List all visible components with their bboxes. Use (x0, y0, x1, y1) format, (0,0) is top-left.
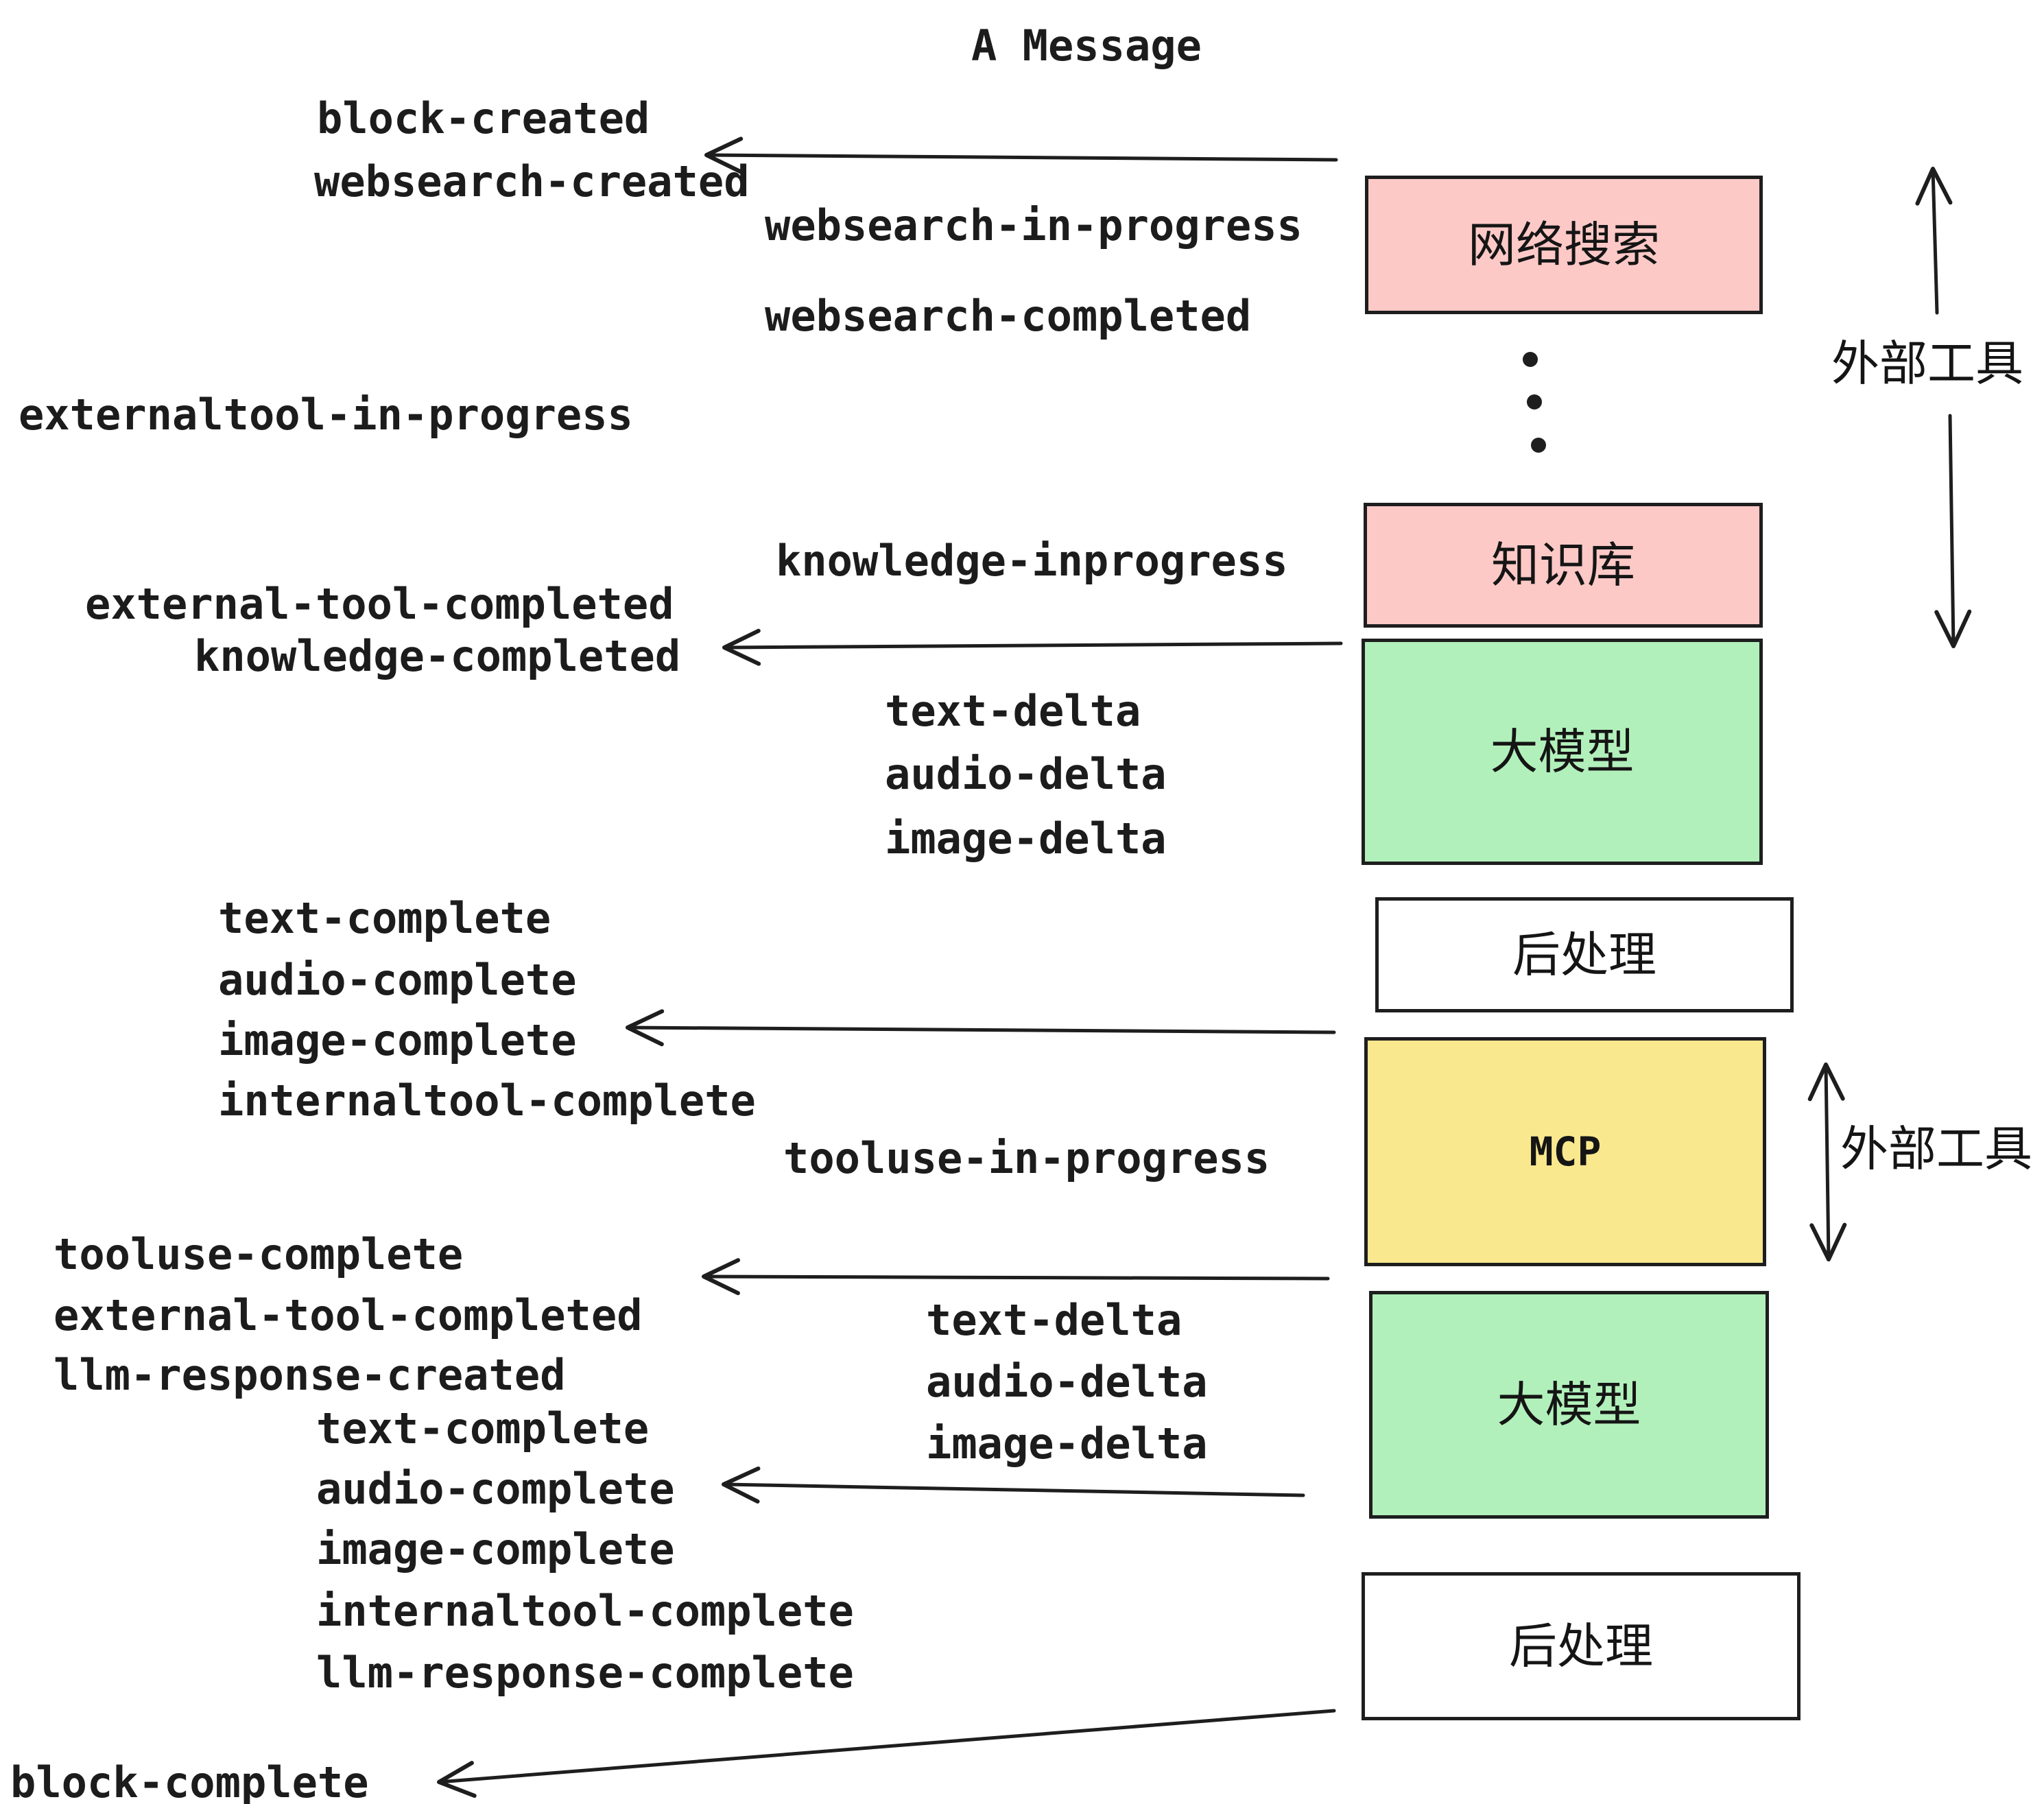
arrow-to-knowledge-completed (722, 628, 1343, 666)
event-label-text-complete-1: text-complete (218, 893, 551, 943)
event-label-text-delta-1: text-delta (885, 686, 1141, 736)
event-label-audio-complete-1: audio-complete (218, 955, 577, 1005)
box-llm-2: 大模型 (1369, 1291, 1769, 1519)
event-label-llm-response-created: llm-response-created (54, 1350, 566, 1400)
box-knowledge: 知识库 (1364, 503, 1763, 628)
event-label-externaltool-in-progress: externaltool-in-progress (19, 390, 633, 440)
box-llm-1-label: 大模型 (1490, 724, 1635, 780)
event-label-knowledge-completed: knowledge-completed (194, 631, 681, 681)
ellipsis-dot (1527, 394, 1542, 410)
page-title: A Message (971, 21, 1202, 71)
event-label-image-delta-1: image-delta (885, 814, 1167, 864)
event-label-text-delta-2: text-delta (926, 1295, 1183, 1345)
box-post-2: 后处理 (1362, 1572, 1801, 1720)
event-label-websearch-in-progress: websearch-in-progress (765, 200, 1303, 250)
event-label-knowledge-inprogress: knowledge-inprogress (776, 536, 1288, 586)
event-label-audio-delta-1: audio-delta (885, 749, 1167, 799)
event-label-text-complete-2: text-complete (316, 1403, 650, 1453)
box-post-2-label: 后处理 (1509, 1618, 1653, 1674)
box-knowledge-label: 知识库 (1491, 537, 1635, 593)
event-label-websearch-completed: websearch-completed (765, 291, 1252, 341)
arrow-to-tooluse-complete (702, 1258, 1330, 1296)
event-label-tooluse-in-progress: tooluse-in-progress (783, 1133, 1270, 1183)
box-mcp: MCP (1364, 1037, 1766, 1266)
box-websearch: 网络搜索 (1365, 176, 1763, 314)
box-websearch-label: 网络搜索 (1468, 217, 1660, 273)
arrow-to-block-complete (437, 1709, 1336, 1798)
event-label-external-tool-completed-1: external-tool-completed (85, 579, 674, 629)
event-label-audio-complete-2: audio-complete (316, 1464, 675, 1514)
event-label-image-delta-2: image-delta (926, 1419, 1208, 1469)
annotation-external-tool-top: 外部工具 (1831, 335, 2023, 392)
box-post-1-label: 后处理 (1512, 927, 1656, 983)
annotation-external-tool-bottom: 外部工具 (1840, 1121, 2032, 1177)
event-label-internaltool-complete-2: internaltool-complete (316, 1586, 854, 1636)
ellipsis-dot (1523, 352, 1538, 367)
box-llm-1: 大模型 (1362, 639, 1763, 865)
event-label-image-complete-2: image-complete (316, 1524, 675, 1574)
box-mcp-label: MCP (1529, 1128, 1602, 1175)
double-arrow-external-tool-top-up (1915, 166, 1953, 315)
event-label-websearch-created: websearch-created (314, 156, 750, 206)
event-label-audio-delta-2: audio-delta (926, 1357, 1208, 1407)
arrow-to-websearch-created (704, 137, 1338, 174)
event-label-block-complete: block-complete (10, 1757, 369, 1804)
arrow-to-image-complete (626, 1009, 1336, 1047)
ellipsis-dots (1523, 352, 1546, 453)
ellipsis-dot (1531, 438, 1546, 453)
double-arrow-external-tool-top-down (1934, 414, 1972, 648)
double-arrow-external-tool-bottom (1807, 1063, 1847, 1261)
arrow-to-audio-complete (722, 1466, 1305, 1504)
box-llm-2-label: 大模型 (1497, 1377, 1641, 1433)
event-label-block-created: block-created (317, 93, 650, 143)
box-post-1: 后处理 (1375, 897, 1794, 1012)
event-label-llm-response-complete: llm-response-complete (316, 1648, 854, 1698)
event-label-image-complete-1: image-complete (218, 1015, 577, 1065)
event-label-external-tool-completed-2: external-tool-completed (54, 1290, 643, 1340)
event-label-internaltool-complete-1: internaltool-complete (218, 1076, 756, 1126)
event-label-tooluse-complete: tooluse-complete (54, 1229, 464, 1279)
